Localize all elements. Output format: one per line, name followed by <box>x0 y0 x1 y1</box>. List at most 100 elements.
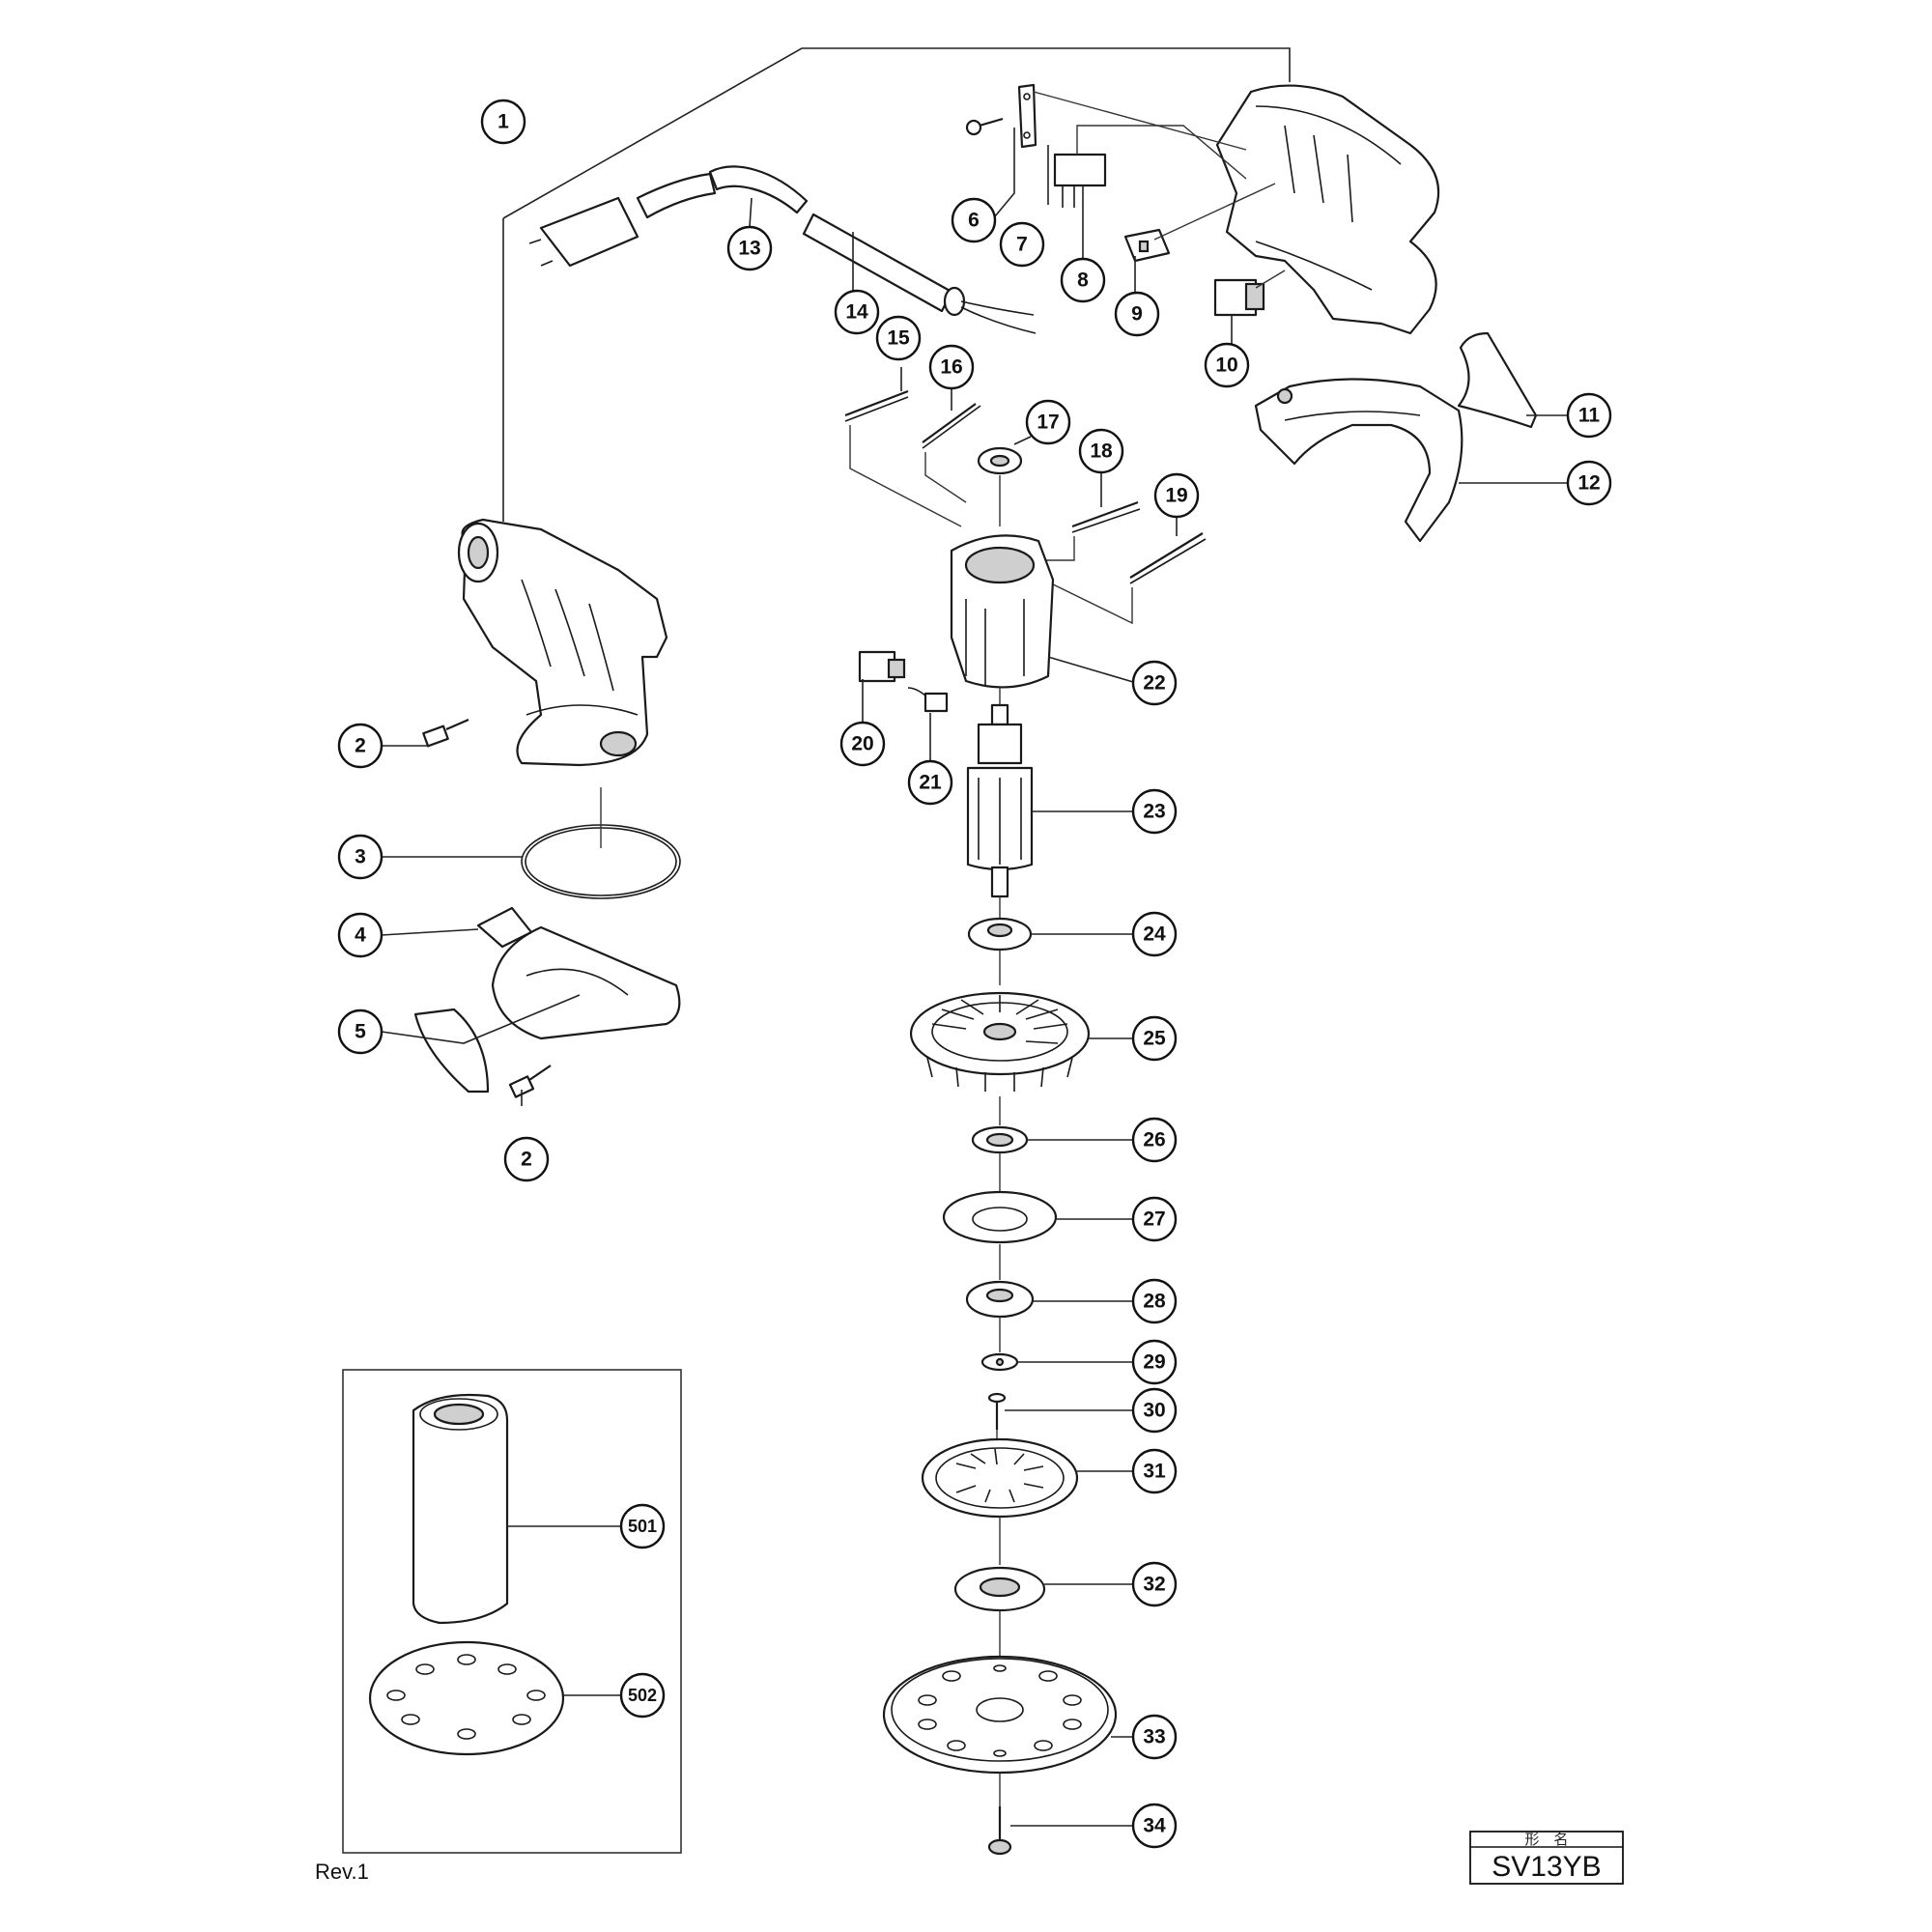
svg-text:31: 31 <box>1143 1461 1166 1483</box>
callout-21: 21 <box>907 759 953 806</box>
model-box: 形 名 SV13YB <box>1469 1831 1624 1885</box>
callout-26: 26 <box>1131 1117 1178 1163</box>
switch-10-illustration <box>1213 278 1265 317</box>
callout-15: 15 <box>875 315 922 361</box>
callout-6: 6 <box>951 197 997 243</box>
small-screw-6-illustration <box>965 117 1004 136</box>
callout-28: 28 <box>1131 1278 1178 1324</box>
svg-text:3: 3 <box>355 846 366 868</box>
svg-text:21: 21 <box>919 772 942 794</box>
handle-leads <box>1033 91 1286 289</box>
pad-33-illustration <box>882 1655 1118 1806</box>
svg-text:26: 26 <box>1143 1129 1165 1151</box>
callout-34: 34 <box>1131 1803 1178 1849</box>
callout-9: 9 <box>1114 291 1160 337</box>
callout-2-top: 2 <box>337 723 384 769</box>
fan-25-illustration <box>909 991 1091 1125</box>
svg-text:8: 8 <box>1077 270 1089 292</box>
callout-22: 22 <box>1131 660 1178 706</box>
svg-text:2: 2 <box>355 735 366 757</box>
svg-text:15: 15 <box>887 327 910 350</box>
svg-text:22: 22 <box>1143 672 1165 695</box>
callout-17: 17 <box>1025 399 1071 445</box>
svg-text:13: 13 <box>738 238 760 260</box>
inner-piece-11-illustration <box>1457 331 1538 429</box>
screw-2a-illustration <box>422 718 469 748</box>
callout-8: 8 <box>1060 257 1106 303</box>
callout-501: 501 <box>619 1503 666 1549</box>
callout-leaders <box>381 128 1570 1827</box>
svg-text:29: 29 <box>1143 1351 1165 1374</box>
washer-26-illustration <box>971 1125 1029 1193</box>
callout-30: 30 <box>1131 1387 1178 1434</box>
callout-13: 13 <box>726 225 773 271</box>
screw-30-illustration <box>987 1392 1007 1444</box>
callout-18: 18 <box>1078 428 1124 474</box>
svg-text:1: 1 <box>497 111 509 133</box>
svg-text:25: 25 <box>1143 1028 1166 1050</box>
motor-housing-illustration <box>457 518 668 767</box>
screw-34-illustration <box>987 1806 1012 1856</box>
assembly-bracket <box>502 47 1291 522</box>
revision-label: Rev.1 <box>315 1860 369 1884</box>
svg-text:10: 10 <box>1215 355 1237 377</box>
svg-text:23: 23 <box>1143 801 1165 823</box>
callout-12: 12 <box>1566 460 1612 506</box>
screw-2b-illustration <box>508 1065 552 1098</box>
model-number: SV13YB <box>1492 1851 1601 1883</box>
svg-text:30: 30 <box>1143 1400 1165 1422</box>
callout-33: 33 <box>1131 1714 1178 1760</box>
svg-text:11: 11 <box>1578 405 1601 427</box>
callout-11: 11 <box>1566 392 1612 439</box>
callout-2-bottom: 2 <box>503 1136 550 1182</box>
svg-text:4: 4 <box>355 924 366 947</box>
svg-text:12: 12 <box>1577 472 1600 495</box>
svg-text:27: 27 <box>1143 1208 1165 1231</box>
svg-text:7: 7 <box>1016 234 1028 256</box>
bearing-24-illustration <box>967 917 1033 985</box>
accessory-frame <box>342 1369 682 1854</box>
callout-31: 31 <box>1131 1448 1178 1494</box>
svg-text:17: 17 <box>1037 412 1059 434</box>
bracket-7-illustration <box>1017 83 1037 149</box>
power-cord-illustration <box>528 165 1037 334</box>
svg-text:20: 20 <box>851 733 873 755</box>
washer-29-illustration <box>980 1352 1019 1372</box>
callout-19: 19 <box>1153 472 1200 519</box>
holder-32-illustration <box>953 1566 1046 1657</box>
callout-23: 23 <box>1131 788 1178 835</box>
callout-502: 502 <box>619 1672 666 1719</box>
svg-text:34: 34 <box>1143 1815 1166 1837</box>
callout-14: 14 <box>834 289 880 335</box>
lead-wires-illustration <box>844 389 1207 625</box>
plate-27-illustration <box>942 1190 1058 1280</box>
dust-cover-illustration <box>413 906 681 1094</box>
handle-cover-illustration <box>1215 84 1440 335</box>
dust-bag-501-illustration <box>412 1393 509 1625</box>
carbon-brush-21-illustration <box>907 687 949 713</box>
callout-4: 4 <box>337 912 384 958</box>
capacitor-8-illustration <box>1053 153 1107 208</box>
svg-text:2: 2 <box>521 1149 532 1171</box>
armature-23-illustration <box>966 703 1034 918</box>
bearing-17-illustration <box>977 446 1023 526</box>
svg-text:28: 28 <box>1143 1291 1166 1313</box>
callout-7: 7 <box>999 221 1045 268</box>
callout-29: 29 <box>1131 1339 1178 1385</box>
svg-text:32: 32 <box>1143 1574 1165 1596</box>
svg-text:19: 19 <box>1165 485 1187 507</box>
svg-text:6: 6 <box>968 210 980 232</box>
svg-text:14: 14 <box>845 301 868 324</box>
callout-27: 27 <box>1131 1196 1178 1242</box>
cover-12-illustration <box>1254 378 1463 543</box>
svg-text:502: 502 <box>628 1686 657 1705</box>
callout-20: 20 <box>839 721 886 767</box>
balancer-31-illustration <box>921 1437 1079 1565</box>
bearing-28-illustration <box>965 1280 1035 1352</box>
terminal-9-illustration <box>1123 228 1171 263</box>
svg-text:16: 16 <box>940 356 962 379</box>
svg-text:18: 18 <box>1090 440 1113 463</box>
callout-24: 24 <box>1131 911 1178 957</box>
o-ring-illustration <box>521 787 681 899</box>
